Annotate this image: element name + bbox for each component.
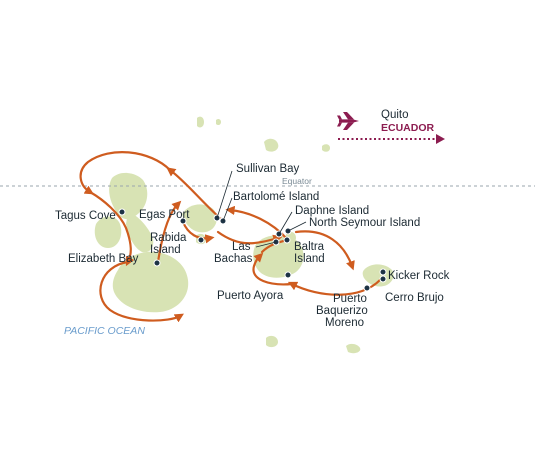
isabela-island-neck bbox=[126, 212, 154, 253]
stop-egas-port bbox=[179, 217, 187, 225]
stop-kicker-rock bbox=[379, 268, 387, 276]
flight-arrowhead bbox=[436, 134, 445, 144]
label-rabida-line1: Rabida bbox=[150, 232, 187, 244]
label-baltra-line1: Baltra bbox=[294, 241, 325, 253]
label-puerto-baquerizo-line3: Moreno bbox=[325, 317, 364, 329]
label-las-bachas-line1: Las bbox=[232, 241, 251, 253]
isabela-island-north bbox=[109, 172, 148, 220]
airplane-icon bbox=[337, 112, 359, 130]
stop-puerto-ayora bbox=[284, 271, 292, 279]
leader-north-seymour-island bbox=[287, 221, 307, 232]
stop-tagus-cove bbox=[118, 208, 126, 216]
route-south-loop bbox=[99, 260, 184, 323]
label-sullivan-bay: Sullivan Bay bbox=[236, 163, 300, 175]
wolf-islet bbox=[216, 118, 221, 126]
flight-indicator: Quito ECUADOR bbox=[337, 109, 445, 144]
route-north-loop bbox=[79, 151, 172, 195]
leader-las-bachas bbox=[255, 241, 277, 248]
santa-cruz-island bbox=[253, 235, 304, 278]
ocean-label: PACIFIC OCEAN bbox=[64, 325, 145, 337]
stop-cerro-brujo bbox=[379, 275, 387, 283]
espanola-island bbox=[346, 343, 361, 354]
route-south-to-egas bbox=[156, 200, 182, 264]
stop-puerto-baquerizo-moreno bbox=[363, 284, 371, 292]
stop-labels: Sullivan Bay Bartolomé Island Daphne Isl… bbox=[55, 163, 450, 329]
label-daphne-island: Daphne Island bbox=[295, 205, 369, 217]
label-puerto-baquerizo-line2: Baquerizo bbox=[316, 305, 368, 317]
route-ayora-loop bbox=[252, 252, 294, 286]
route-tagus-to-elizabeth bbox=[88, 190, 135, 267]
label-cerro-brujo: Cerro Brujo bbox=[385, 292, 444, 304]
isabela-island-south bbox=[112, 251, 189, 313]
route-kicker-to-ayora bbox=[287, 278, 382, 296]
fernandina-island bbox=[94, 216, 122, 248]
quito-label: Quito bbox=[381, 109, 409, 121]
label-kicker-rock: Kicker Rock bbox=[388, 270, 450, 282]
cruise-route bbox=[79, 151, 382, 323]
leader-daphne-island bbox=[278, 211, 293, 235]
label-elizabeth-bay: Elizabeth Bay bbox=[68, 253, 139, 265]
label-las-bachas-line2: Bachas bbox=[214, 253, 253, 265]
label-north-seymour-island: North Seymour Island bbox=[309, 217, 420, 229]
label-tagus-cove: Tagus Cove bbox=[55, 210, 116, 222]
santiago-island bbox=[182, 204, 217, 233]
label-bartolome-island: Bartolomé Island bbox=[233, 191, 319, 203]
genovesa-island bbox=[322, 144, 330, 152]
marchena-island bbox=[264, 138, 279, 152]
route-baltra-to-bartolome bbox=[225, 205, 289, 241]
ecuador-label: ECUADOR bbox=[381, 122, 435, 134]
route-bartolome-to-north-loop bbox=[166, 167, 224, 222]
route-seymour-to-baquerizo bbox=[294, 230, 355, 271]
floreana-island bbox=[266, 335, 278, 348]
leader-sullivan-bay bbox=[216, 170, 233, 219]
leader-lines bbox=[216, 170, 307, 248]
pinta-island bbox=[197, 116, 204, 128]
label-rabida-line2: Island bbox=[150, 244, 181, 256]
label-baltra-line2: Island bbox=[294, 253, 325, 265]
stop-rabida-island bbox=[197, 236, 205, 244]
label-puerto-baquerizo-line1: Puerto bbox=[333, 293, 367, 305]
label-egas-port: Egas Port bbox=[139, 209, 190, 221]
route-egas-to-rabida bbox=[181, 220, 215, 244]
equator-label: Equator bbox=[282, 176, 312, 186]
stop-elizabeth-bay bbox=[153, 259, 161, 267]
route-rabida-to-bachas bbox=[216, 230, 283, 245]
leader-bartolome-island bbox=[222, 197, 233, 222]
stops bbox=[118, 208, 387, 292]
stop-baltra-island bbox=[283, 236, 291, 244]
label-puerto-ayora: Puerto Ayora bbox=[217, 290, 284, 302]
